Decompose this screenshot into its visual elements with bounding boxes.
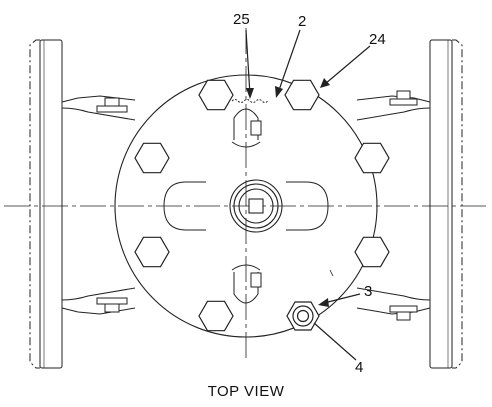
- seal-line: [231, 99, 269, 103]
- circle-ticks: [114, 200, 378, 277]
- callout-2-label: 2: [298, 13, 306, 30]
- hex-bolt: [134, 142, 170, 174]
- hex-bolt: [198, 300, 234, 332]
- neck-bolts: [96, 90, 418, 321]
- left-flange: [29, 39, 136, 369]
- callout-4-label: 4: [355, 359, 363, 376]
- hex-bolt: [134, 236, 170, 268]
- hex-bolts: [134, 79, 390, 332]
- view-caption: TOP VIEW: [208, 383, 285, 400]
- leader-arrowheads: [246, 78, 330, 307]
- stem-squares: [250, 120, 262, 288]
- plug-fitting: [286, 301, 320, 331]
- hex-bolt: [198, 79, 234, 111]
- hex-bolt: [354, 236, 390, 268]
- right-flange: [356, 39, 463, 369]
- leader-lines: [245, 29, 371, 361]
- callout-25-label: 25: [233, 11, 250, 28]
- hex-bolt: [284, 79, 320, 111]
- center-lines: [4, 28, 488, 360]
- central-boss: [229, 179, 283, 233]
- callout-3-label: 3: [364, 283, 372, 300]
- hex-bolt: [354, 142, 390, 174]
- callout-24-label: 24: [369, 31, 386, 48]
